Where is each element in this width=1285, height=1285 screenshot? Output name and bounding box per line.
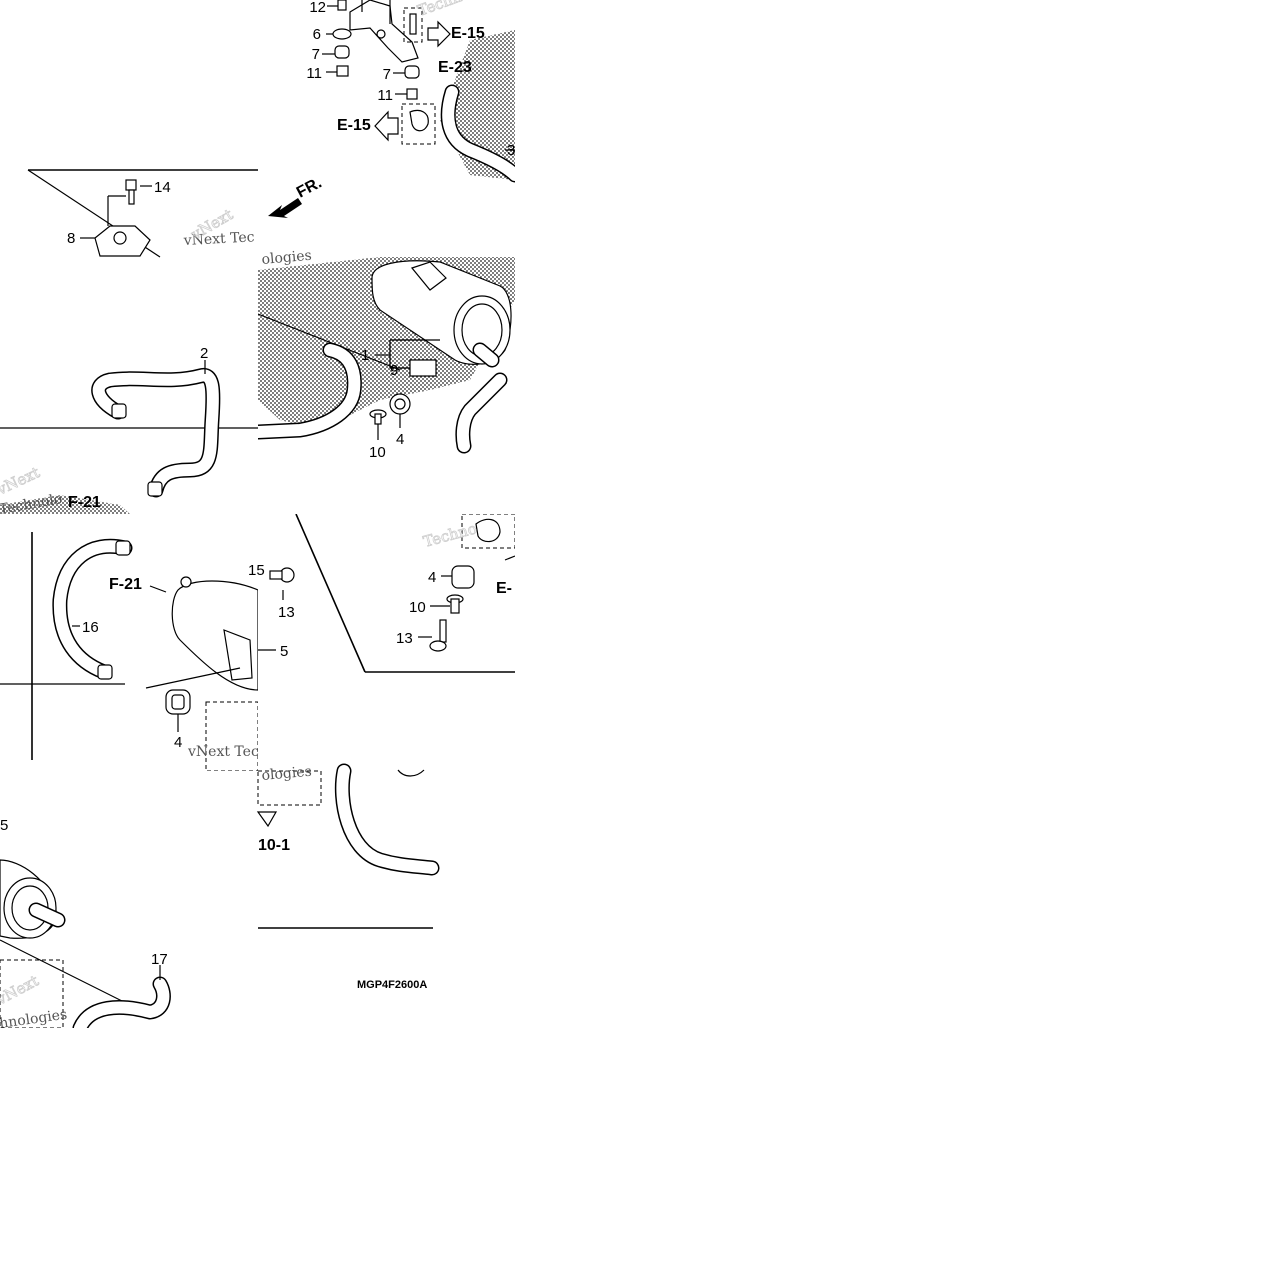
callout-14: 14 (154, 179, 171, 196)
tile-bottom-center (256, 763, 440, 929)
tile-left-upper (27, 169, 302, 258)
callout-3: 3 (507, 142, 515, 159)
watermark-brand: vNext Tec (187, 744, 259, 760)
callout-13b: 13 (396, 630, 413, 647)
watermark: Techno (421, 519, 478, 550)
watermark: Techno (415, 0, 472, 20)
tile-top (322, 0, 515, 183)
watermark: vNext (0, 463, 42, 499)
watermark: hnologies (0, 1007, 68, 1032)
watermark-brand: vNext Tec (182, 229, 255, 249)
callout-8: 8 (67, 230, 75, 247)
ref-e-partial: E- (496, 580, 512, 597)
callout-4c: 4 (428, 569, 436, 586)
callout-7: 7 (312, 46, 320, 63)
direction-label: FR. (294, 174, 325, 201)
callout-10: 10 (369, 444, 386, 461)
callout-15: 15 (248, 562, 265, 579)
diagram-code: MGP4F2600A (357, 979, 427, 991)
callout-2: 2 (200, 345, 208, 362)
watermark: vNext (0, 972, 42, 1009)
callout-17: 17 (151, 951, 168, 968)
callout-11: 11 (306, 65, 322, 82)
watermark: ologies (261, 764, 312, 784)
tile-bottom-left (0, 859, 171, 1028)
ref-10-1: 10-1 (258, 837, 290, 854)
callout-6: 6 (313, 26, 321, 43)
callout-10b: 10 (409, 599, 426, 616)
callout-7b: 7 (383, 66, 391, 83)
tile-right-lower (258, 514, 515, 673)
callout-13: 13 (278, 604, 295, 621)
callout-11b: 11 (377, 87, 393, 104)
watermark: ologies (261, 248, 312, 268)
callout-1: 1 (361, 347, 369, 364)
callout-5b: 5 (0, 817, 8, 834)
callout-12: 12 (309, 0, 326, 16)
ref-e15-left: E-15 (337, 117, 371, 134)
callout-4b: 4 (174, 734, 182, 751)
ref-f21-a: F-21 (68, 494, 101, 511)
tile-left-lower (0, 532, 258, 771)
callout-9: 9 (390, 362, 398, 379)
callout-16: 16 (82, 619, 99, 636)
callout-4: 4 (396, 431, 404, 448)
ref-e15-right: E-15 (451, 25, 485, 42)
tile-left-middle (0, 360, 258, 514)
callout-5: 5 (280, 643, 288, 660)
ref-e23: E-23 (438, 59, 472, 76)
tile-center (258, 257, 515, 454)
ref-f21-b: F-21 (109, 576, 142, 593)
